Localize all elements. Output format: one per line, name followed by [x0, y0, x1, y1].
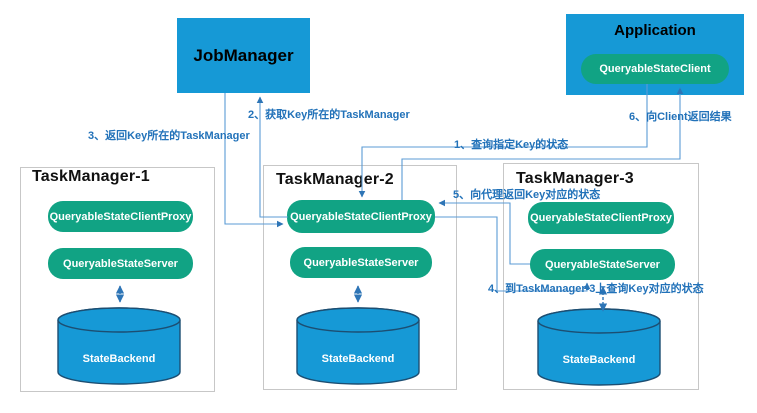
tm1-state-backend-cylinder: StateBackend — [57, 307, 181, 385]
arrow-5-label: 5、向代理返回Key对应的状态 — [453, 189, 601, 201]
tm2-state-backend-cylinder: StateBackend — [296, 307, 420, 385]
arrow-3-label: 3、返回Key所在的TaskManager — [88, 130, 250, 142]
arrow-4-label: 4、到TaskManager-3上查询Key对应的状态 — [488, 283, 704, 295]
task-manager-3-title: TaskManager-3 — [516, 170, 634, 187]
application-title: Application — [614, 22, 696, 39]
arrow-6-label: 6、向Client返回结果 — [629, 111, 732, 123]
arrow-1-label: 1、查询指定Key的状态 — [454, 139, 569, 151]
tm3-state-backend-cylinder: StateBackend — [537, 308, 661, 386]
job-manager-title: JobManager — [193, 45, 294, 65]
cylinder-shape — [57, 307, 181, 385]
tm3-server-chip: QueryableStateServer — [530, 249, 675, 280]
tm1-client-proxy-chip: QueryableStateClientProxy — [48, 201, 193, 232]
queryable-state-client-chip: QueryableStateClient — [581, 54, 729, 84]
cylinder-shape — [296, 307, 420, 385]
arrow-2-label: 2、获取Key所在的TaskManager — [248, 109, 410, 121]
tm2-state-backend-label: StateBackend — [321, 353, 395, 365]
tm1-server-chip: QueryableStateServer — [48, 248, 193, 279]
tm1-state-backend-label: StateBackend — [82, 353, 156, 365]
tm2-client-proxy-chip: QueryableStateClientProxy — [287, 200, 435, 233]
tm3-state-backend-label: StateBackend — [562, 354, 636, 366]
application-box: Application QueryableStateClient — [566, 14, 744, 95]
tm3-client-proxy-chip: QueryableStateClientProxy — [528, 202, 674, 234]
task-manager-2-title: TaskManager-2 — [276, 171, 394, 188]
cylinder-shape — [537, 308, 661, 386]
job-manager-box: JobManager — [177, 18, 310, 93]
task-manager-1-title: TaskManager-1 — [32, 168, 150, 185]
tm2-server-chip: QueryableStateServer — [290, 247, 432, 278]
